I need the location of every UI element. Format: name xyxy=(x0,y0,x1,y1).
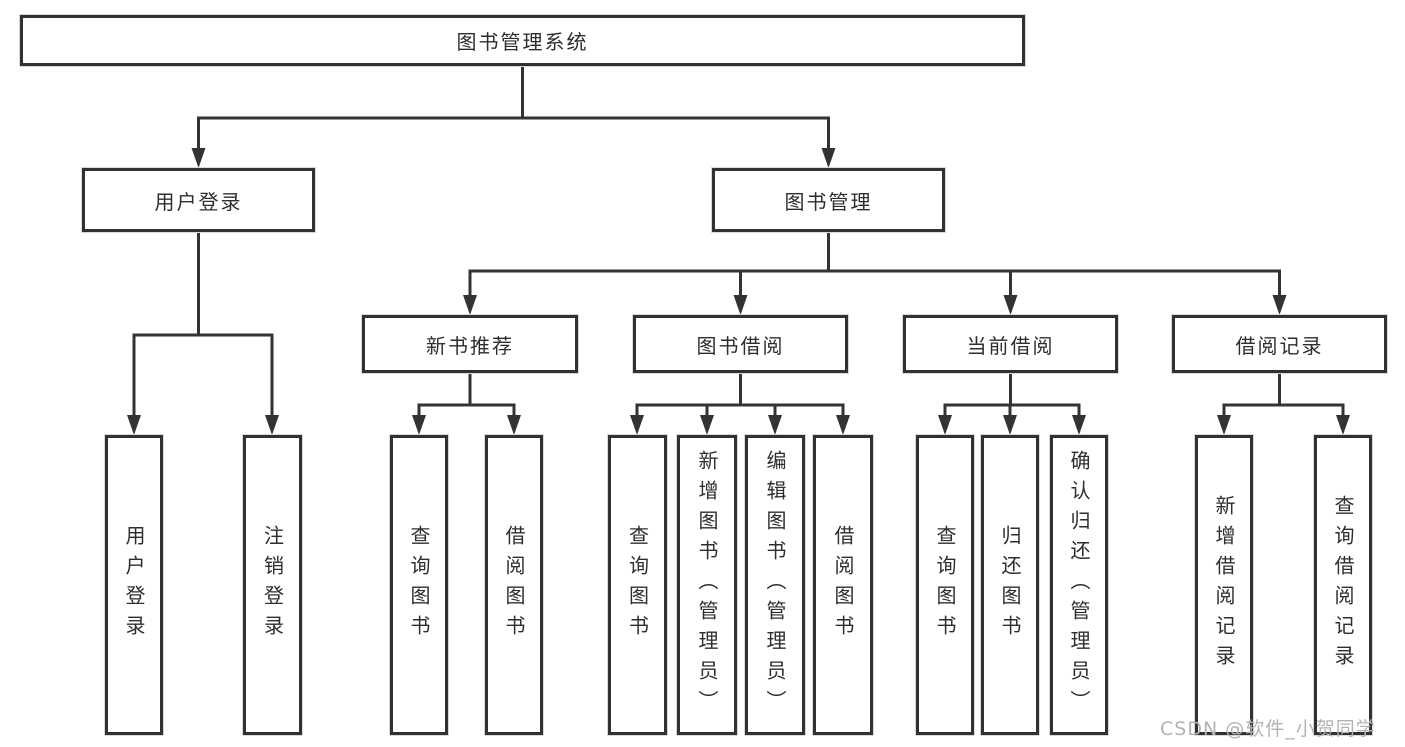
node-label: 编辑图书（管理员） xyxy=(763,450,787,720)
leaf-query-books-recommend: 查询图书 xyxy=(390,435,448,735)
node-library-management-system: 图书管理系统 xyxy=(20,15,1025,66)
node-label: 图书管理系统 xyxy=(456,30,589,54)
node-label: 当前借阅 xyxy=(966,333,1055,358)
leaf-user-login: 用户登录 xyxy=(105,435,163,735)
leaf-add-book-admin: 新增图书（管理员） xyxy=(677,435,737,735)
node-label: 借阅记录 xyxy=(1235,333,1324,358)
node-label: 图书借阅 xyxy=(696,333,785,358)
node-label: 查询图书 xyxy=(933,525,957,645)
leaf-query-borrow-record: 查询借阅记录 xyxy=(1314,435,1372,735)
node-borrowing-records: 借阅记录 xyxy=(1172,315,1387,373)
node-label: 查询借阅记录 xyxy=(1331,495,1355,675)
leaf-logout-login: 注销登录 xyxy=(243,435,302,735)
node-label: 查询图书 xyxy=(407,525,431,645)
node-new-book-recommend: 新书推荐 xyxy=(362,315,578,373)
node-label: 确认归还（管理员） xyxy=(1067,450,1091,720)
leaf-query-books-current: 查询图书 xyxy=(916,435,974,735)
leaf-query-books-borrowing: 查询图书 xyxy=(608,435,667,735)
node-label: 新增借阅记录 xyxy=(1212,495,1236,675)
node-label: 用户登录 xyxy=(122,525,146,645)
node-book-management: 图书管理 xyxy=(712,168,945,232)
node-label: 新书推荐 xyxy=(426,333,514,358)
node-label: 归还图书 xyxy=(998,525,1022,645)
node-label: 查询图书 xyxy=(625,525,650,645)
watermark: CSDN @软件_小贺同学 xyxy=(1160,718,1376,740)
leaf-edit-book-admin: 编辑图书（管理员） xyxy=(745,435,805,735)
leaf-return-books: 归还图书 xyxy=(981,435,1039,735)
node-book-borrowing: 图书借阅 xyxy=(633,315,848,373)
node-label: 借阅图书 xyxy=(831,525,855,645)
node-user-login: 用户登录 xyxy=(82,168,315,232)
node-current-borrowing: 当前借阅 xyxy=(903,315,1118,373)
node-label: 图书管理 xyxy=(784,189,873,214)
leaf-add-borrow-record: 新增借阅记录 xyxy=(1195,435,1253,735)
node-label: 新增图书（管理员） xyxy=(695,450,719,720)
leaf-borrow-books-borrowing: 借阅图书 xyxy=(813,435,873,735)
leaf-confirm-return-admin: 确认归还（管理员） xyxy=(1050,435,1108,735)
leaf-borrow-books-recommend: 借阅图书 xyxy=(485,435,543,735)
node-label: 用户登录 xyxy=(154,189,243,214)
node-label: 注销登录 xyxy=(260,525,285,645)
node-label: 借阅图书 xyxy=(502,525,526,645)
